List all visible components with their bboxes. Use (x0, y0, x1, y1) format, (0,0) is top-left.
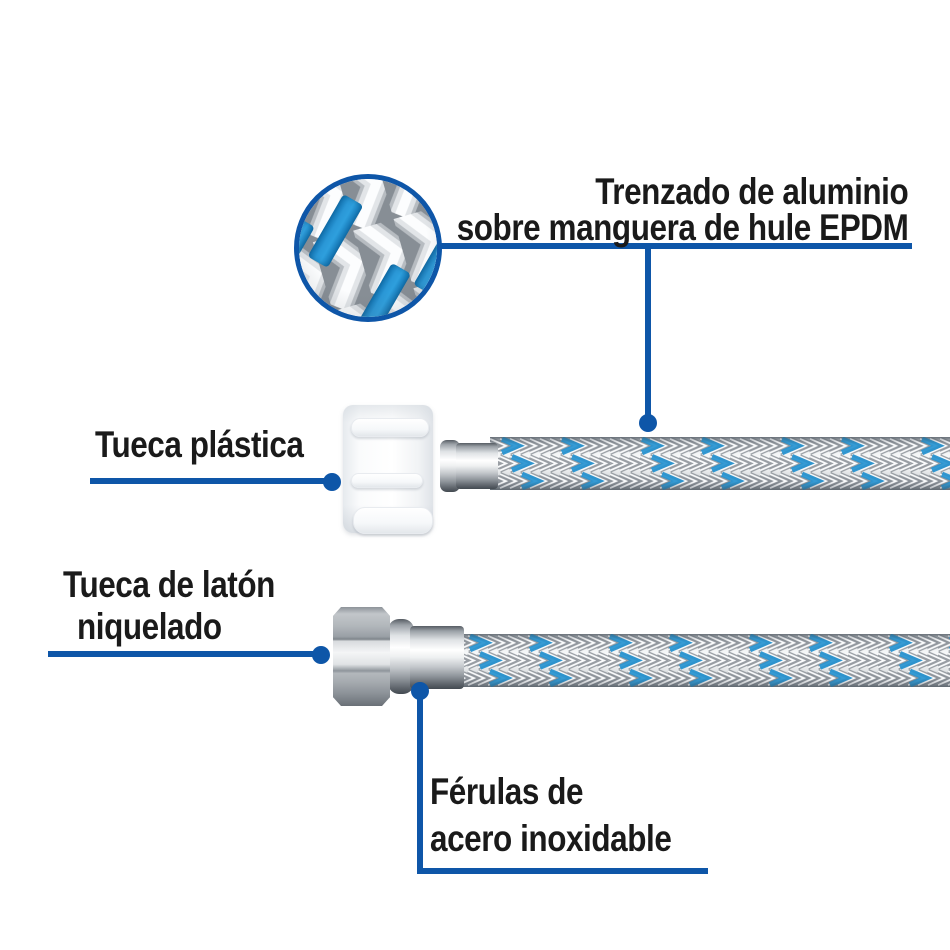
ferrule-ring (388, 619, 414, 694)
ferrule (456, 443, 498, 489)
braid-closeup-inset (294, 174, 442, 322)
leader-line-ferrules-horizontal (417, 868, 708, 874)
leader-line-ferrules-vertical (417, 699, 423, 874)
label-ferrules-line1: Férulas de (430, 771, 584, 812)
inset-vignette (299, 179, 437, 317)
label-plastic-nut: Tueca plástica (95, 424, 304, 465)
plastic-nut (343, 405, 433, 534)
braided-hose-plastic-version (490, 437, 950, 490)
leader-line-brass-nut (48, 651, 314, 657)
nickel-brass-hex-nut (333, 607, 390, 706)
label-braid-material-line1: Trenzado de aluminio (594, 171, 908, 212)
braided-hose-brass-version (458, 634, 950, 687)
leader-dot-braid (639, 414, 657, 432)
ferrule-collar (440, 440, 460, 492)
label-braid-material-line2: sobre manguera de hule EPDM (456, 207, 908, 248)
nut-rib (351, 418, 429, 437)
leader-dot-ferrules (411, 682, 429, 700)
label-brass-nut-line1: Tueca de latón (63, 564, 275, 605)
label-ferrules-line2: acero inoxidable (430, 818, 672, 859)
leader-line-braid-horizontal (438, 243, 912, 249)
ferrule (410, 626, 464, 689)
leader-line-plastic-nut (90, 478, 324, 484)
nut-rib (351, 473, 423, 488)
label-brass-nut-line2: niquelado (77, 606, 222, 647)
nut-rib (353, 507, 433, 534)
leader-dot-plastic-nut (323, 473, 341, 491)
leader-dot-brass-nut (312, 646, 330, 664)
leader-line-braid-vertical (645, 246, 651, 418)
